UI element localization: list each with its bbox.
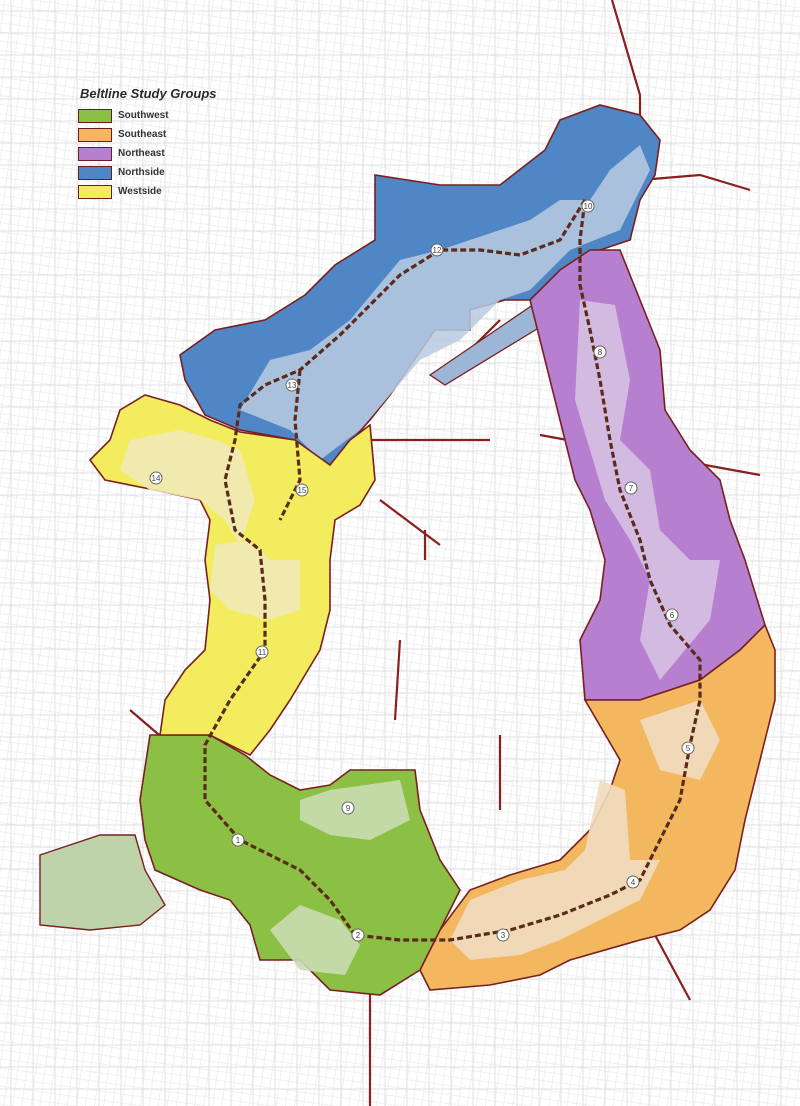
region-westside-light-2 — [210, 540, 300, 620]
region-southwest-light — [300, 780, 410, 840]
svg-text:3: 3 — [501, 931, 506, 940]
region-southwest-light-2 — [270, 905, 360, 975]
marker-6: 6 — [665, 608, 679, 622]
legend-label: Westside — [118, 186, 162, 197]
marker-4: 4 — [626, 875, 640, 889]
svg-text:4: 4 — [631, 878, 636, 887]
region-westside-light — [120, 430, 255, 545]
region-southeast-light — [450, 780, 660, 960]
marker-9: 9 — [341, 801, 355, 815]
svg-text:6: 6 — [670, 611, 675, 620]
region-northeast-light — [575, 300, 720, 680]
marker-12: 12 — [430, 243, 444, 257]
svg-text:2: 2 — [356, 931, 361, 940]
svg-text:15: 15 — [298, 486, 307, 495]
marker-8: 8 — [593, 345, 607, 359]
legend-item-westside: Westside — [78, 183, 258, 200]
svg-text:7: 7 — [629, 484, 634, 493]
legend: Beltline Study Groups Southwest Southeas… — [78, 86, 258, 202]
region-northside-light — [240, 145, 650, 460]
legend-label: Southeast — [118, 129, 167, 140]
legend-label: Northside — [118, 167, 165, 178]
svg-text:11: 11 — [258, 648, 267, 657]
marker-1: 1 — [231, 833, 245, 847]
marker-3: 3 — [496, 928, 510, 942]
legend-swatch — [78, 127, 112, 142]
legend-item-southeast: Southeast — [78, 126, 258, 143]
legend-label: Southwest — [118, 110, 169, 121]
marker-2: 2 — [351, 928, 365, 942]
legend-item-northeast: Northeast — [78, 145, 258, 162]
marker-15: 15 — [295, 483, 309, 497]
region-southwest-west — [39, 834, 166, 931]
svg-text:13: 13 — [288, 381, 297, 390]
legend-item-southwest: Southwest — [78, 107, 258, 124]
marker-7: 7 — [624, 481, 638, 495]
marker-11: 11 — [255, 645, 269, 659]
svg-text:5: 5 — [686, 744, 691, 753]
legend-swatch — [78, 165, 112, 180]
svg-text:14: 14 — [152, 474, 161, 483]
legend-title: Beltline Study Groups — [80, 86, 217, 101]
svg-text:12: 12 — [433, 246, 442, 255]
region-southeast-light-2 — [640, 700, 720, 780]
legend-swatch — [78, 146, 112, 161]
legend-swatch — [78, 108, 112, 123]
marker-13: 13 — [285, 378, 299, 392]
legend-item-northside: Northside — [78, 164, 258, 181]
legend-swatch — [78, 184, 112, 199]
trail-markers: 10 1 2 3 4 5 6 7 8 9 11 12 13 14 15 — [149, 199, 695, 942]
svg-text:10: 10 — [584, 202, 593, 211]
svg-text:9: 9 — [346, 804, 351, 813]
beltline-trail — [203, 199, 702, 942]
svg-text:8: 8 — [598, 348, 603, 357]
marker-5: 5 — [681, 741, 695, 755]
marker-10: 10 — [581, 199, 595, 213]
svg-text:1: 1 — [236, 836, 241, 845]
marker-14: 14 — [149, 471, 163, 485]
legend-label: Northeast — [118, 148, 165, 159]
